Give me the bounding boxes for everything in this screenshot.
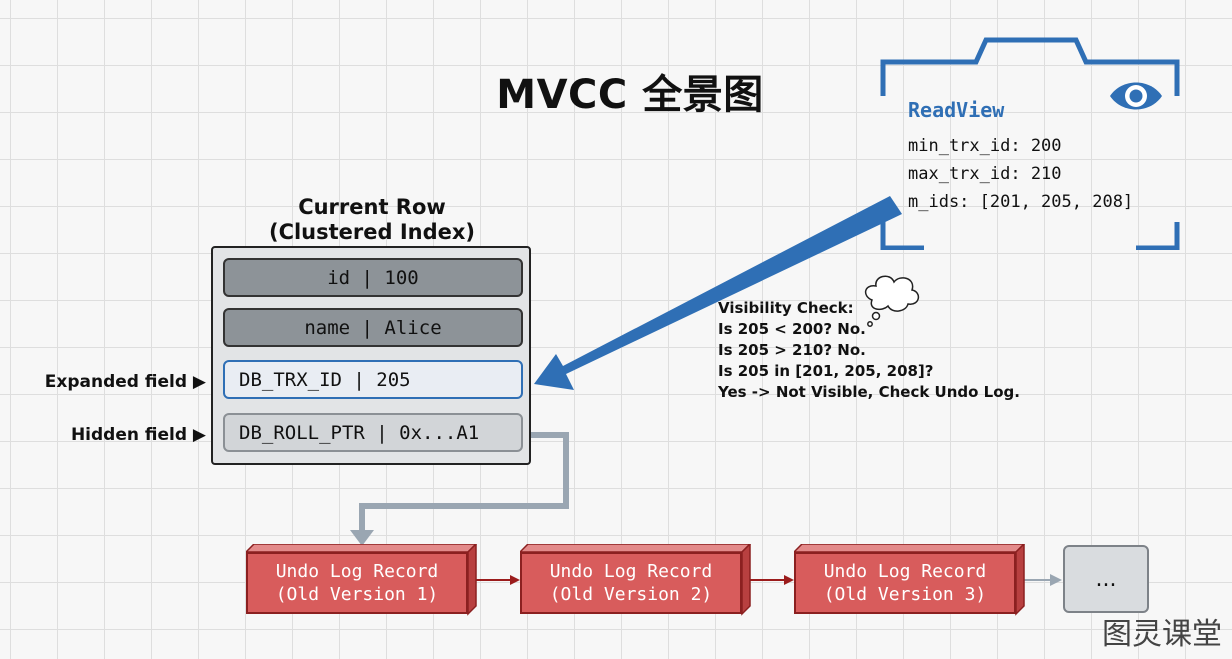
visibility-line: Is 205 > 210? No.: [718, 341, 866, 359]
readview-m-ids: m_ids: [201, 205, 208]: [908, 192, 1134, 212]
undo-title: Undo Log Record: [823, 561, 987, 582]
field-id: id | 100: [223, 258, 523, 297]
field-name: name | Alice: [223, 308, 523, 347]
undo-log-record-3: Undo Log Record (Old Version 3): [794, 544, 1026, 616]
undo-version: (Old Version 2): [549, 584, 713, 605]
eye-icon: [1110, 82, 1162, 110]
field-db-roll-ptr: DB_ROLL_PTR | 0x...A1: [223, 413, 523, 452]
visibility-line: Yes -> Not Visible, Check Undo Log.: [718, 383, 1020, 401]
visibility-line: Visibility Check:: [718, 299, 854, 317]
field-db-trx-id: DB_TRX_ID | 205: [223, 360, 523, 399]
current-row-table: id | 100 name | Alice DB_TRX_ID | 205 DB…: [211, 246, 531, 465]
undo-title: Undo Log Record: [275, 561, 439, 582]
readview-max-trx-id: max_trx_id: 210: [908, 164, 1062, 184]
undo-version: (Old Version 1): [275, 584, 439, 605]
more-versions-box: ...: [1063, 545, 1149, 613]
visibility-line: Is 205 in [201, 205, 208]?: [718, 362, 934, 380]
caption-line-1: Current Row: [298, 195, 446, 219]
undo-version: (Old Version 3): [823, 584, 987, 605]
caption-line-2: (Clustered Index): [268, 220, 476, 244]
roll-ptr-arrowhead: [350, 530, 374, 546]
readview-min-trx-id: min_trx_id: 200: [908, 136, 1062, 156]
visibility-line: Is 205 < 200? No.: [718, 320, 866, 338]
thought-cloud-icon: [864, 275, 920, 327]
readview-panel: ReadView min_trx_id: 200 max_trx_id: 210…: [880, 37, 1180, 250]
readview-arrow: [534, 196, 902, 390]
undo-log-record-2: Undo Log Record (Old Version 2): [520, 544, 752, 616]
expanded-field-label: Expanded field ▶: [44, 372, 206, 392]
hidden-field-label: Hidden field ▶: [70, 425, 206, 445]
roll-ptr-arrow: [359, 432, 569, 534]
current-row-caption: Current Row (Clustered Index): [232, 195, 512, 245]
readview-frame: [880, 37, 1180, 250]
page-title: MVCC 全景图: [496, 72, 764, 118]
undo-title: Undo Log Record: [549, 561, 713, 582]
watermark: 图灵课堂: [1102, 617, 1222, 652]
undo-log-record-1: Undo Log Record (Old Version 1): [246, 544, 478, 616]
readview-title: ReadView: [908, 98, 1005, 122]
visibility-check: Visibility Check: Is 205 < 200? No. Is 2…: [718, 298, 1020, 403]
